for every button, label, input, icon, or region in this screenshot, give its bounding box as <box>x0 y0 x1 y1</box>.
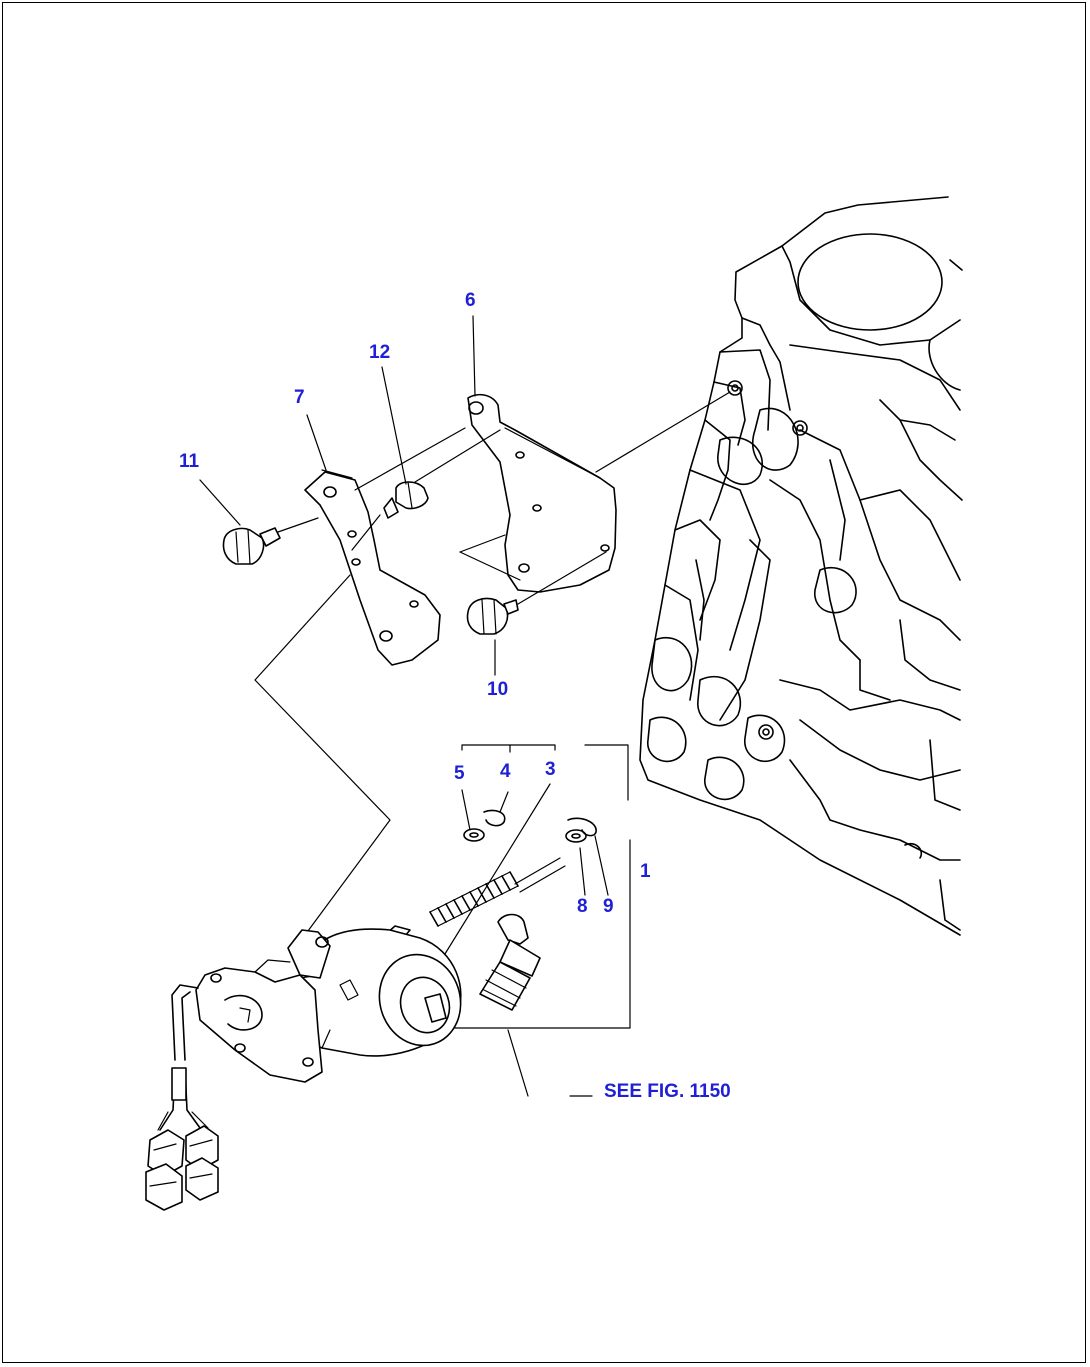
actuator-motor <box>297 928 462 1057</box>
clip-4 <box>483 809 506 827</box>
mount-line <box>459 534 506 553</box>
callout-5: 5 <box>454 763 465 784</box>
rod-end <box>479 913 541 1011</box>
callout-12: 12 <box>369 342 391 363</box>
mount-line <box>459 551 521 581</box>
callout-9: 9 <box>603 896 614 917</box>
callout-10: 10 <box>487 679 509 700</box>
engine-block <box>639 196 963 936</box>
bolt-12 <box>383 481 429 519</box>
callout-1: 1 <box>640 861 651 882</box>
connector-left <box>145 1129 185 1211</box>
wire-harness <box>157 984 209 1131</box>
callout-11: 11 <box>179 451 200 472</box>
callout-4: 4 <box>500 761 511 782</box>
connector-right <box>185 1125 219 1201</box>
clip-9 <box>567 817 597 837</box>
washer-8 <box>565 829 587 843</box>
bolt-10 <box>466 597 519 635</box>
callout-7: 7 <box>294 387 305 408</box>
bracket-6 <box>467 393 617 593</box>
motor-flange <box>195 929 331 1083</box>
callout-8: 8 <box>577 896 588 917</box>
washer-5 <box>463 828 485 842</box>
callout-6: 6 <box>465 290 476 311</box>
bolt-11 <box>222 527 281 565</box>
see-figure-reference[interactable]: SEE FIG. 1150 <box>604 1081 731 1102</box>
bracket-7 <box>304 469 441 666</box>
spring-3 <box>384 857 566 943</box>
leader-lines <box>199 315 731 1097</box>
callout-3: 3 <box>545 759 556 780</box>
